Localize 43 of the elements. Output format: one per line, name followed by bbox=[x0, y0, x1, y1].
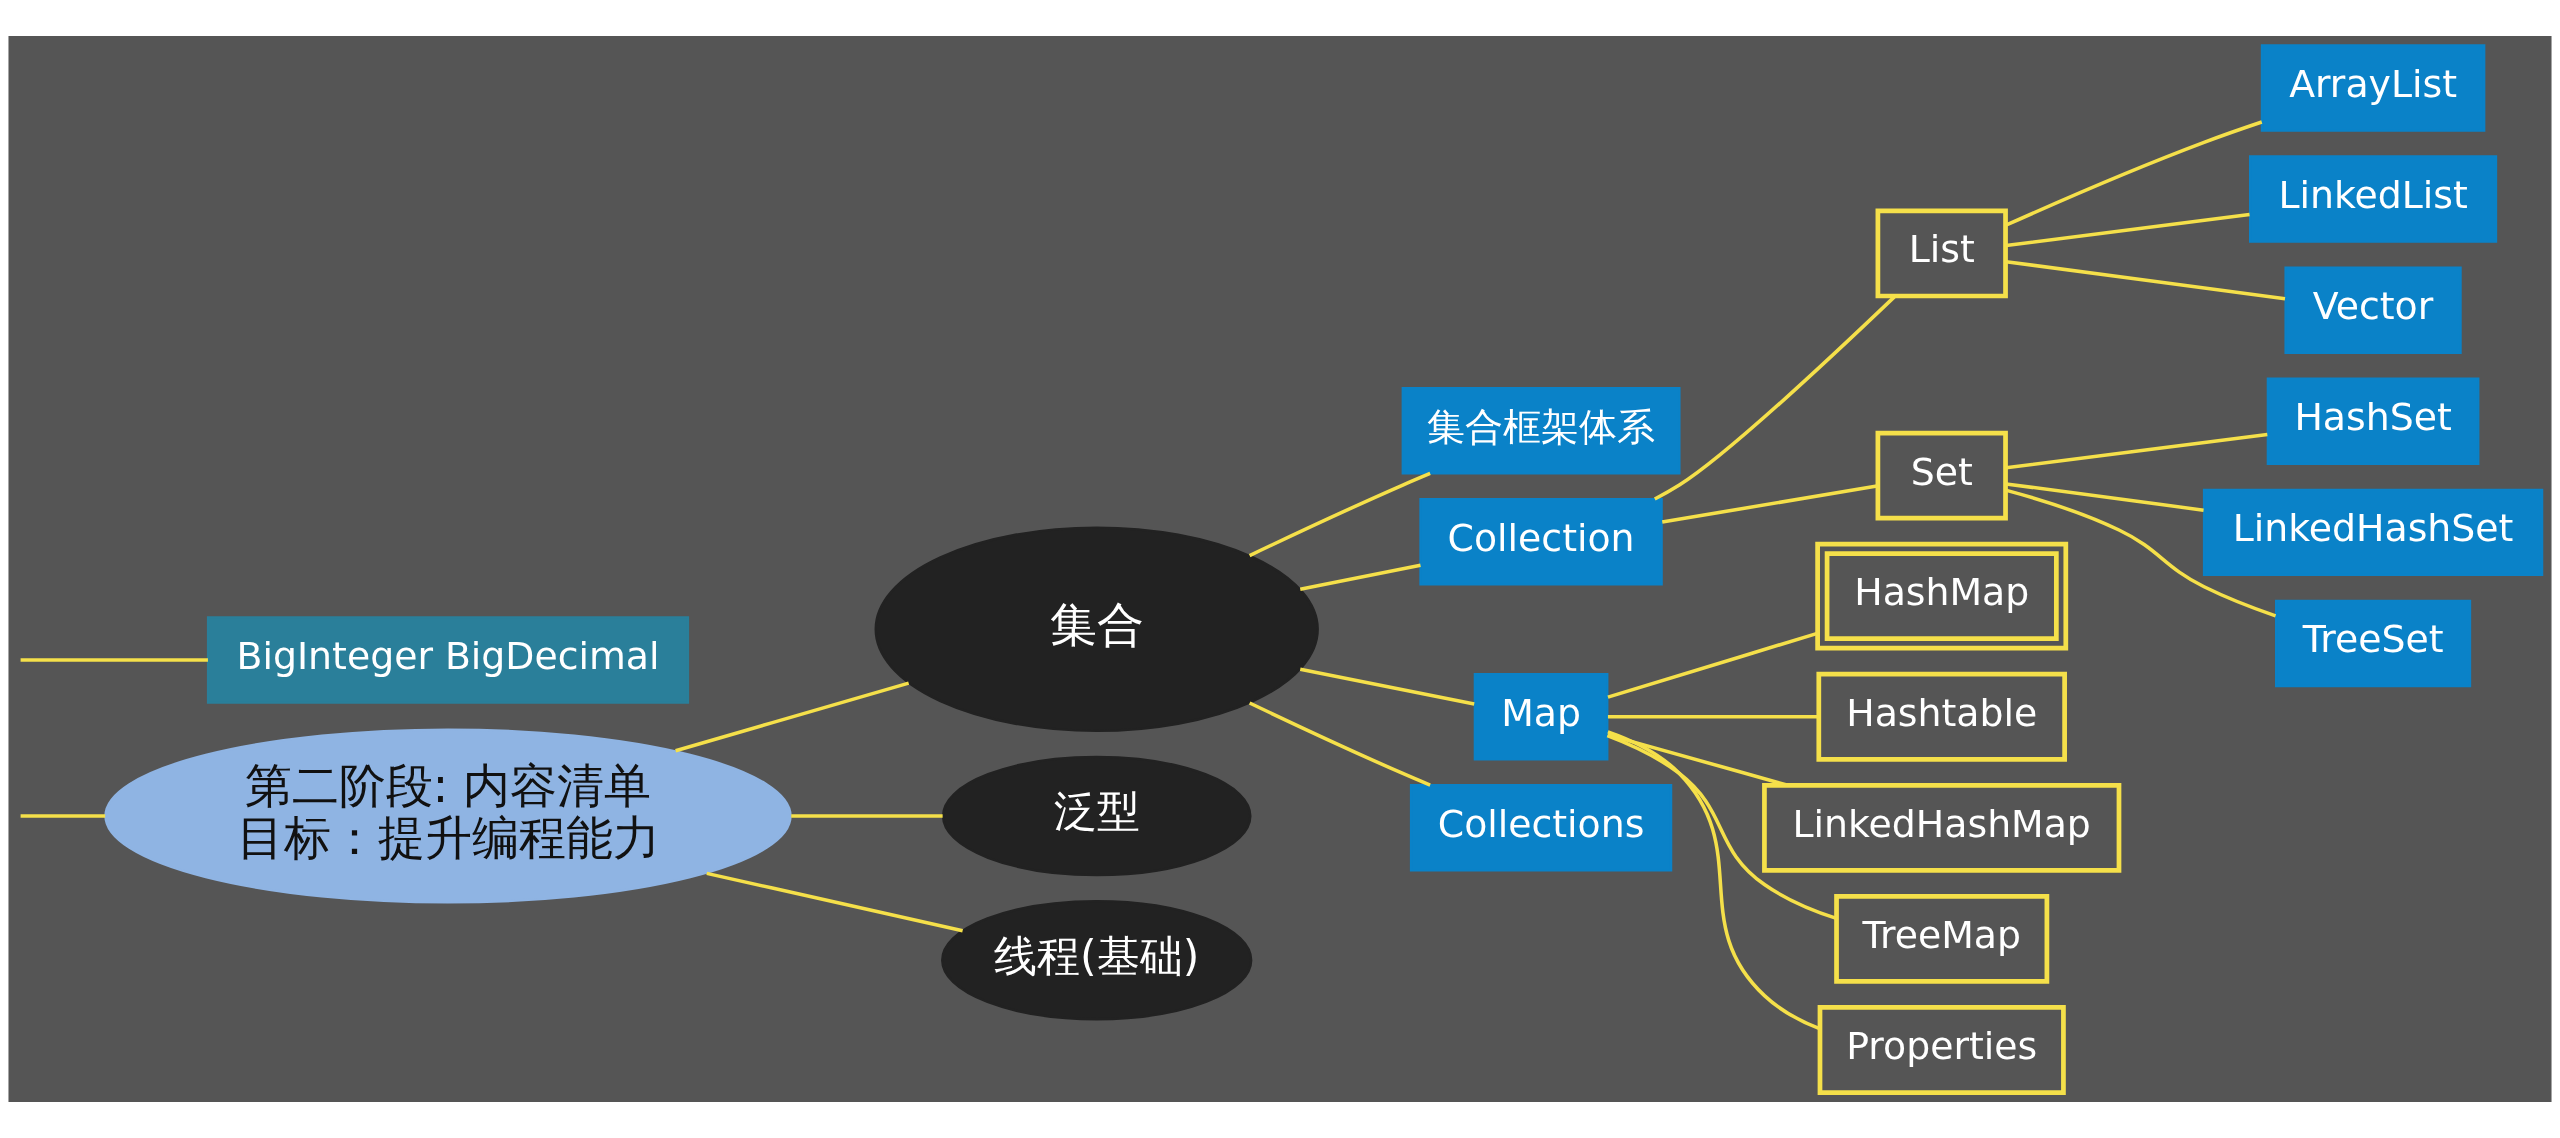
connector bbox=[20, 658, 208, 662]
node-box: 集合框架体系 bbox=[1401, 387, 1681, 475]
node-box: Collection bbox=[1419, 498, 1663, 586]
connector bbox=[791, 814, 943, 818]
connector bbox=[2005, 120, 2263, 227]
connector bbox=[1299, 563, 1421, 591]
connector bbox=[1607, 730, 1821, 1031]
node-box: LinkedList bbox=[2249, 155, 2498, 243]
connector bbox=[1299, 667, 1475, 706]
connector bbox=[1607, 714, 1819, 719]
node-ellipse: 集合 bbox=[874, 526, 1319, 733]
connector bbox=[1661, 484, 1878, 524]
connector bbox=[2005, 432, 2268, 470]
node-box: LinkedHashSet bbox=[2202, 488, 2544, 577]
node-box: Set bbox=[1875, 430, 2008, 521]
node-ellipse: 泛型 bbox=[941, 755, 1252, 877]
node-box: HashMap bbox=[1815, 541, 2069, 651]
node-box: LinkedHashMap bbox=[1762, 782, 2122, 873]
connector bbox=[1248, 701, 1431, 787]
connector bbox=[706, 871, 963, 933]
node-ellipse: 第二阶段: 内容清单 目标：提升编程能力 bbox=[104, 728, 792, 904]
node-box: TreeMap bbox=[1834, 894, 2050, 984]
connector bbox=[1248, 471, 1431, 558]
connector bbox=[675, 681, 910, 753]
node-box: BigInteger BigDecimal bbox=[206, 616, 690, 704]
connector bbox=[2005, 212, 2250, 248]
connector bbox=[1653, 295, 1896, 501]
node-ellipse: 线程(基础) bbox=[941, 899, 1253, 1021]
node-box: TreeSet bbox=[2275, 599, 2472, 688]
node-box: Properties bbox=[1817, 1005, 2066, 1095]
node-box: Vector bbox=[2284, 266, 2462, 354]
connector bbox=[1606, 733, 1837, 921]
node-box: Collections bbox=[1409, 784, 1673, 872]
connector bbox=[2005, 482, 2204, 512]
node-box: Hashtable bbox=[1816, 671, 2067, 762]
node-box: List bbox=[1875, 208, 2008, 299]
node-box: Map bbox=[1473, 673, 1609, 761]
node-box: ArrayList bbox=[2260, 44, 2486, 132]
node-box: HashSet bbox=[2266, 377, 2480, 465]
connector bbox=[2005, 488, 2277, 618]
connector bbox=[1607, 631, 1818, 699]
connector bbox=[20, 814, 106, 818]
connector bbox=[2005, 259, 2286, 301]
